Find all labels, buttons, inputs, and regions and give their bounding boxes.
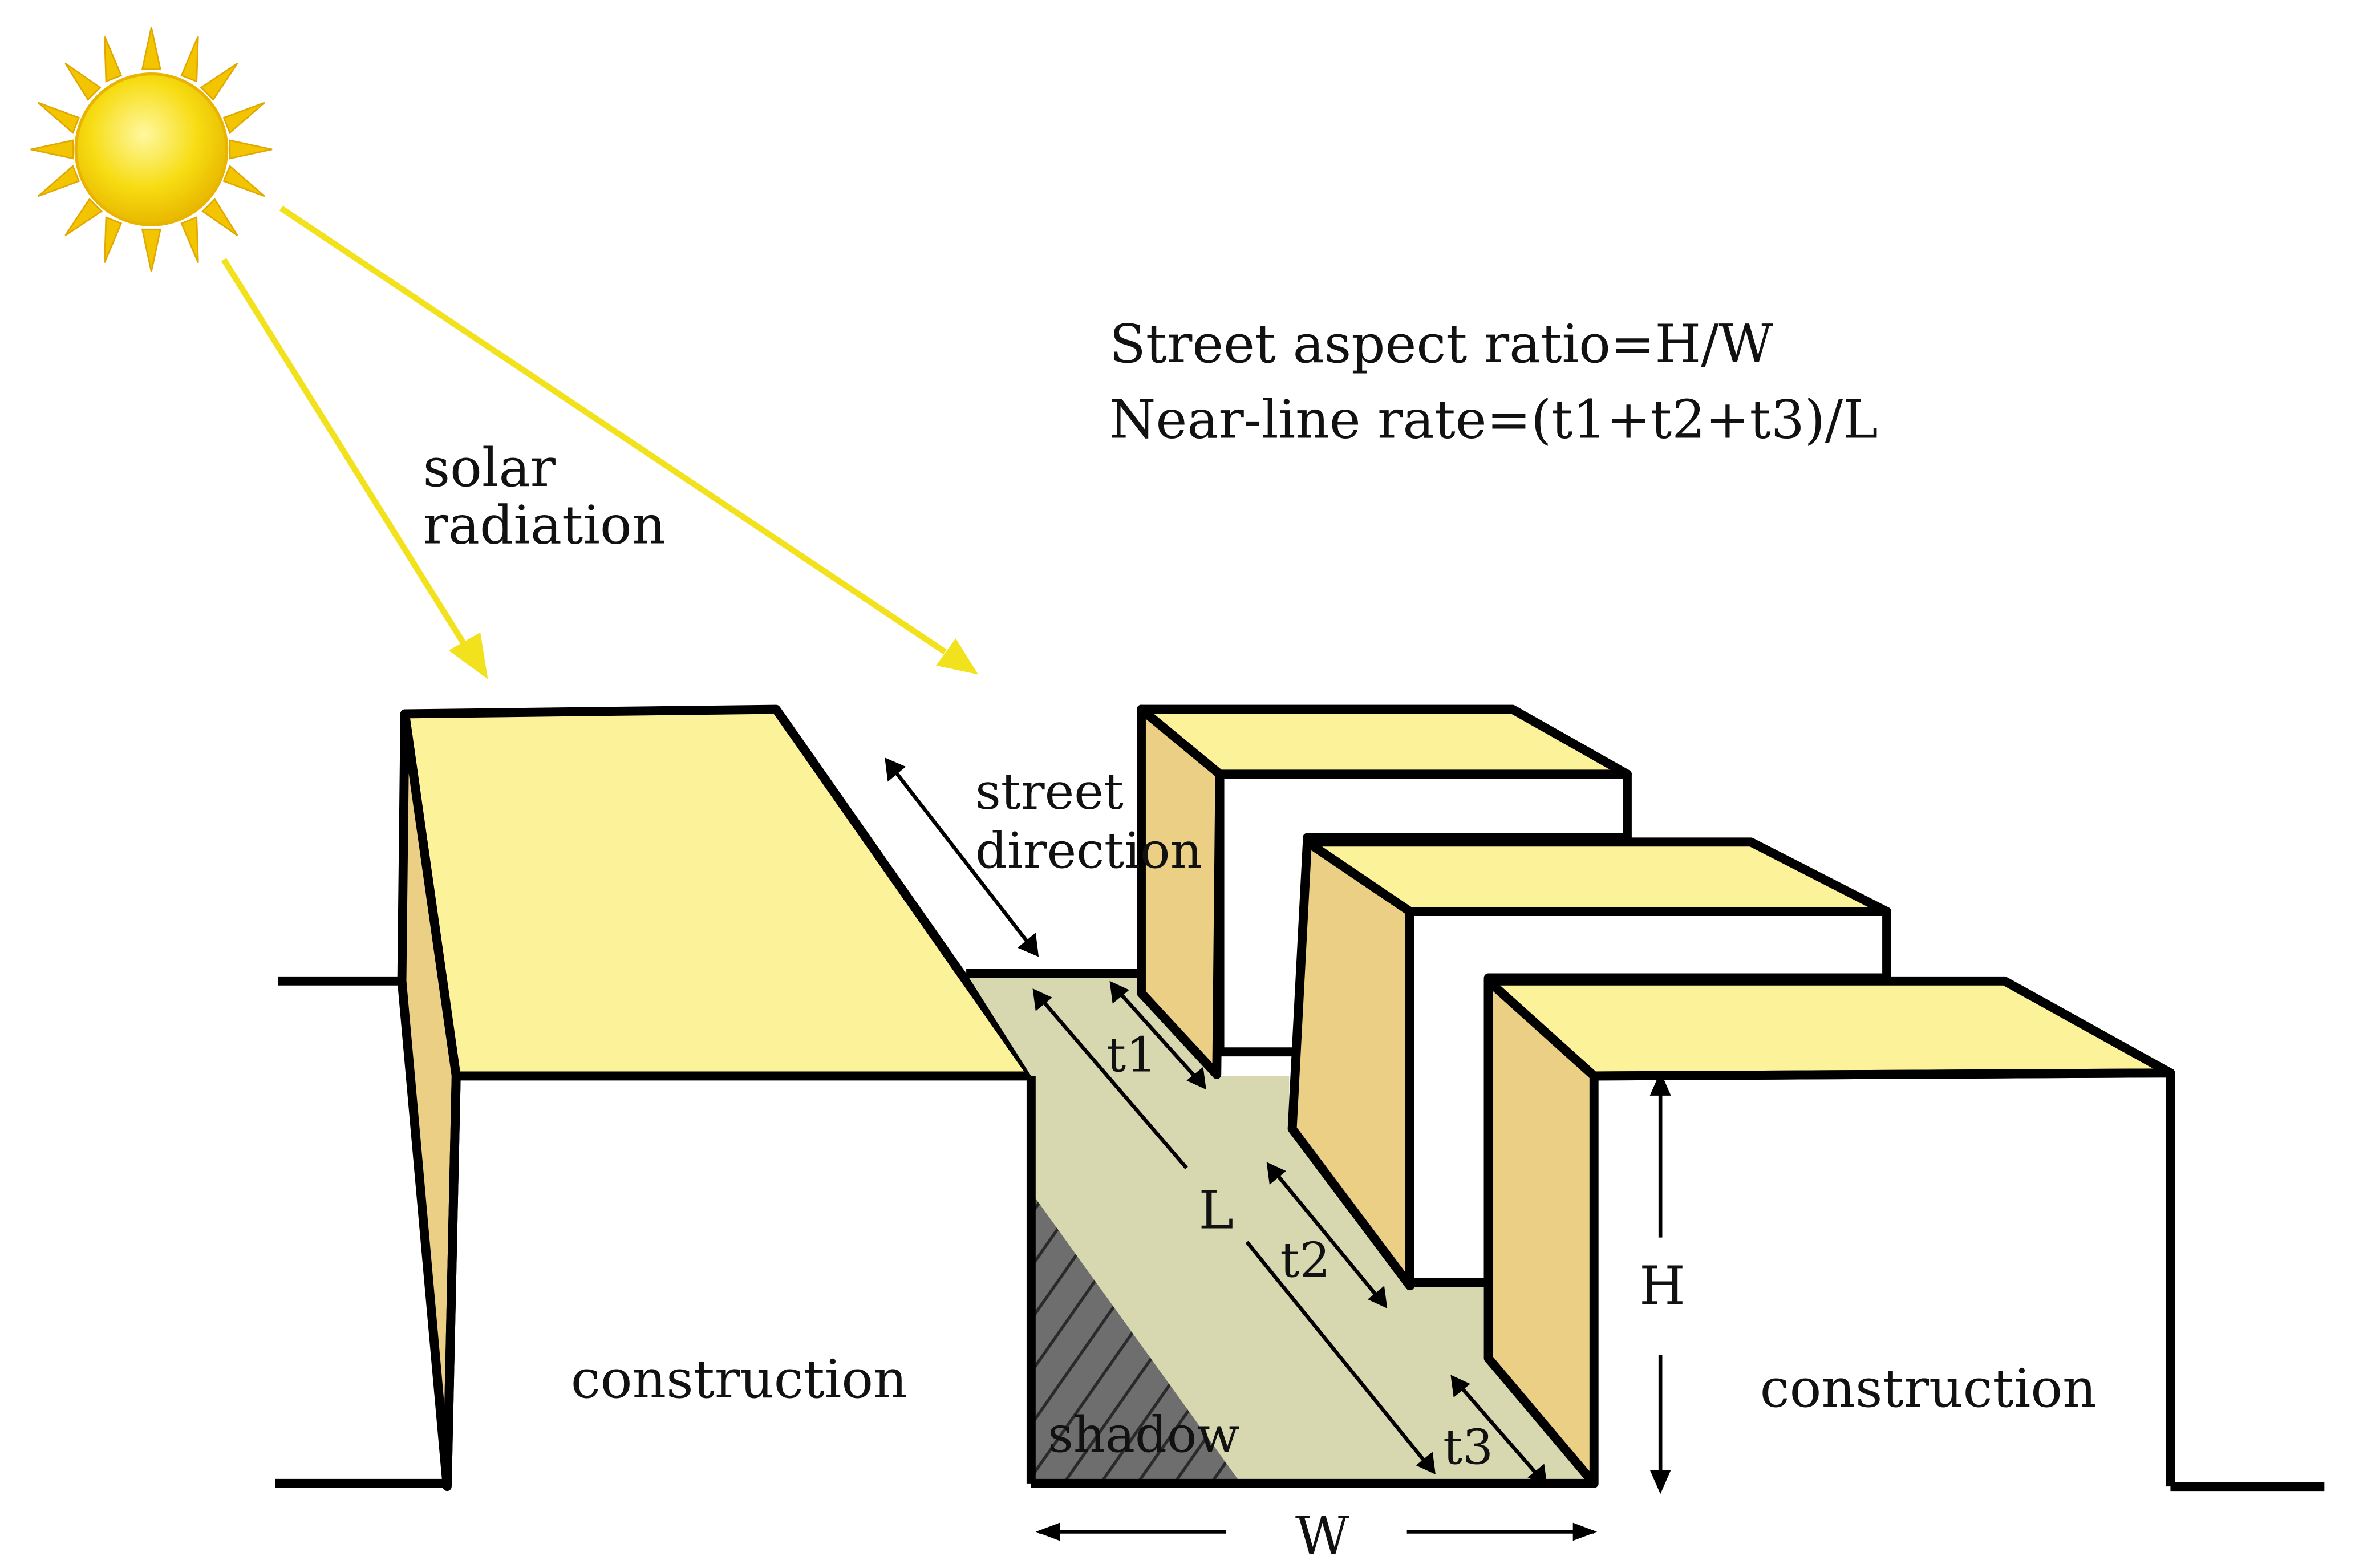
ray-left xyxy=(221,258,468,648)
sun-icon xyxy=(30,27,273,272)
aspect-ratio-formula: Street aspect ratio=H/W xyxy=(1109,313,1773,375)
left-building xyxy=(397,704,1037,1492)
t1-label: t1 xyxy=(1106,1027,1157,1083)
dimension-arrows xyxy=(892,768,1663,1534)
solar-radiation-label-line1: solar xyxy=(423,437,556,499)
right-block-2-wall xyxy=(1287,837,1414,1291)
t1-arrow xyxy=(1116,988,1200,1082)
ray-right xyxy=(279,205,947,655)
street-direction-label-line2: direction xyxy=(975,821,1202,880)
t3-label: t3 xyxy=(1443,1419,1493,1475)
t2-arrow xyxy=(1272,1170,1381,1301)
ray-left-arrowhead xyxy=(448,632,488,679)
W-label: W xyxy=(1295,1505,1349,1567)
shadow-label: shadow xyxy=(1048,1405,1239,1464)
left-building-roof xyxy=(400,704,1037,1081)
right-block-1-wall xyxy=(1137,704,1225,1079)
L-arrow-lower xyxy=(1245,1241,1430,1467)
solar-radiation-label-line2: radiation xyxy=(423,494,666,556)
arrowheads xyxy=(885,757,1671,1541)
t3-arrow xyxy=(1457,1383,1541,1479)
street-direction-label-line1: street xyxy=(975,763,1124,821)
L-arrow xyxy=(1037,995,1188,1170)
right-block-3 xyxy=(1483,976,2175,1488)
ground-lines xyxy=(275,976,2325,1492)
ray-right-arrowhead xyxy=(936,638,979,675)
H-label: H xyxy=(1639,1255,1685,1316)
right-block-3-roof xyxy=(1483,976,2175,1081)
right-block-3-wall xyxy=(1483,976,1599,1488)
construction-right-label: construction xyxy=(1760,1358,2097,1419)
L-label: L xyxy=(1199,1180,1234,1241)
street-direction-arrow xyxy=(892,768,1031,946)
near-line-rate-formula: Near-line rate=(t1+t2+t3)/L xyxy=(1109,388,1878,450)
t2-label: t2 xyxy=(1280,1231,1330,1288)
solar-rays xyxy=(221,205,979,679)
construction-left-label: construction xyxy=(571,1348,907,1410)
